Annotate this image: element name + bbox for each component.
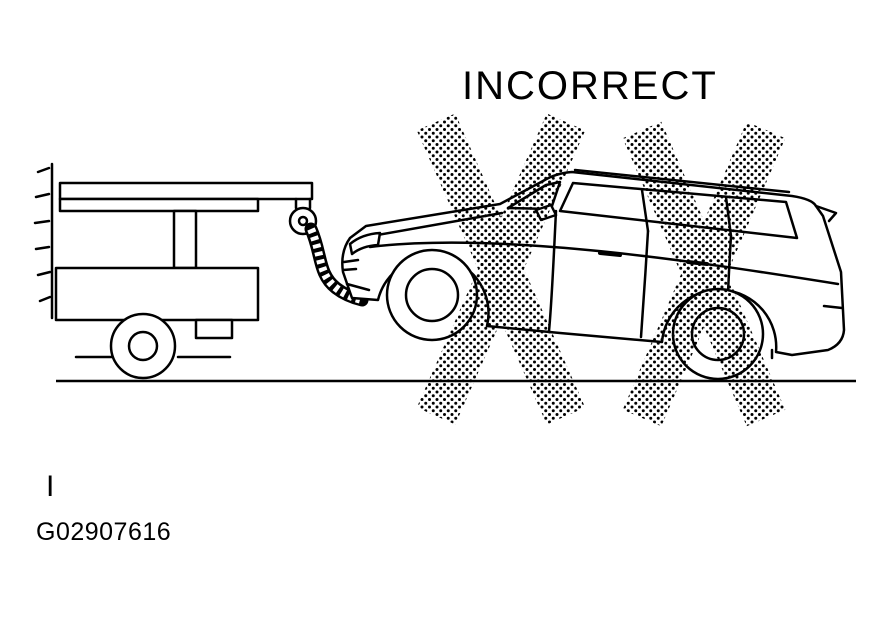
suv-bumper-line (345, 282, 371, 292)
towed-suv (341, 168, 846, 381)
pulley-bracket (294, 197, 312, 210)
truck-mudflap (194, 318, 234, 340)
suv-rear-bumper-step (822, 304, 844, 310)
suv-door-handle (598, 251, 622, 257)
figure-id: G02907616 (36, 518, 172, 546)
incorrect-x-marks (416, 113, 786, 427)
figure-marker: I (46, 470, 55, 503)
suv-grille-line (341, 267, 358, 272)
tow-truck (33, 162, 318, 380)
x-mark-right-stroke (622, 121, 786, 427)
suv-b-pillar (640, 188, 650, 233)
x-mark-left-stroke (416, 113, 586, 425)
suv-rear-spoiler (814, 204, 838, 223)
truck-boom-post (172, 209, 198, 270)
incorrect-label: INCORRECT (462, 64, 718, 108)
pulley-axle (297, 215, 309, 227)
suv-headlight (348, 231, 382, 256)
suv-door-seam (639, 229, 650, 339)
suv-front-rim (404, 267, 460, 323)
truck-bed (54, 266, 260, 322)
suv-door-seam (547, 209, 558, 333)
suv-grille-line (342, 258, 360, 264)
truck-boom (58, 181, 314, 201)
truck-break-lines (33, 162, 54, 320)
truck-wheel-hub (127, 330, 159, 362)
truck-bed-rail (58, 197, 260, 213)
